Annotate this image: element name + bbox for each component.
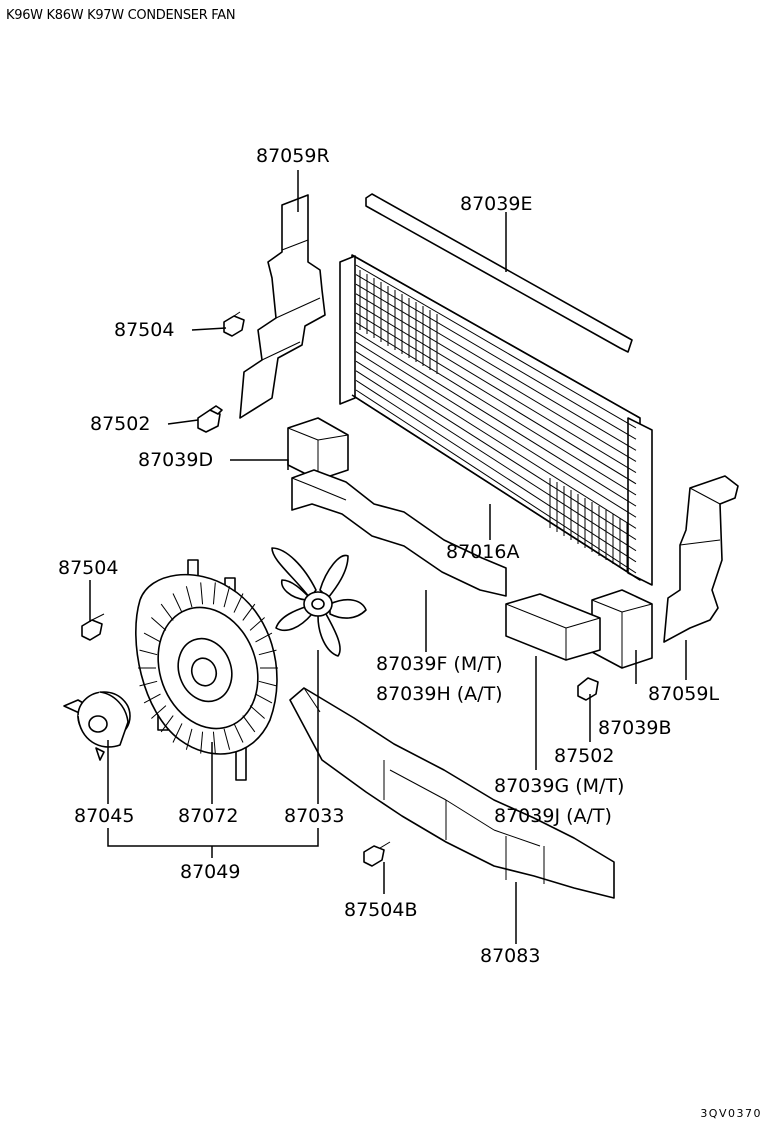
clip-87504b <box>363 841 391 867</box>
fan-motor <box>63 691 131 761</box>
diagram-title: K96W K86W K97W CONDENSER FAN <box>6 8 236 23</box>
label-87039d: 87039D <box>138 449 213 471</box>
label-87059l: 87059L <box>648 683 719 705</box>
label-87504-top: 87504 <box>114 319 174 341</box>
label-87502-top: 87502 <box>90 413 150 435</box>
label-87039j: 87039J (A/T) <box>494 805 612 827</box>
part-labels: 87059R 87039E 87504 87502 87039D 87016A … <box>58 145 719 967</box>
air-guide-upper-bracket <box>239 194 326 419</box>
condenser-core <box>339 254 653 586</box>
lower-air-guide <box>289 687 615 899</box>
top-seal-strip <box>365 193 633 353</box>
label-87083: 87083 <box>480 945 540 967</box>
label-87059r: 87059R <box>256 145 330 167</box>
label-87033: 87033 <box>284 805 344 827</box>
clip-87502-top <box>197 405 223 433</box>
label-87072: 87072 <box>178 805 238 827</box>
clip-87504-top <box>223 311 245 337</box>
air-guide-side-bracket <box>663 475 739 643</box>
diagram-code: 3QV0370 <box>700 1107 762 1120</box>
seal-block-87039g <box>505 593 601 661</box>
label-87039g: 87039G (M/T) <box>494 775 624 797</box>
label-87049: 87049 <box>180 861 240 883</box>
label-87039h: 87039H (A/T) <box>376 683 503 705</box>
label-87039f: 87039F (M/T) <box>376 653 503 675</box>
fan-blade <box>271 547 367 657</box>
seal-block-87039b <box>591 589 653 669</box>
clip-87502-mid <box>577 677 599 701</box>
label-87045: 87045 <box>74 805 134 827</box>
fan-shroud <box>135 559 278 781</box>
label-87016a: 87016A <box>446 541 519 563</box>
label-87039b: 87039B <box>598 717 671 739</box>
label-87502-mid: 87502 <box>554 745 614 767</box>
leader-lines <box>89 170 687 944</box>
label-87039e: 87039E <box>460 193 532 215</box>
lower-seal-beam <box>291 469 507 597</box>
label-87504-left: 87504 <box>58 557 118 579</box>
clip-87504-left <box>81 613 105 641</box>
label-87504b: 87504B <box>344 899 417 921</box>
